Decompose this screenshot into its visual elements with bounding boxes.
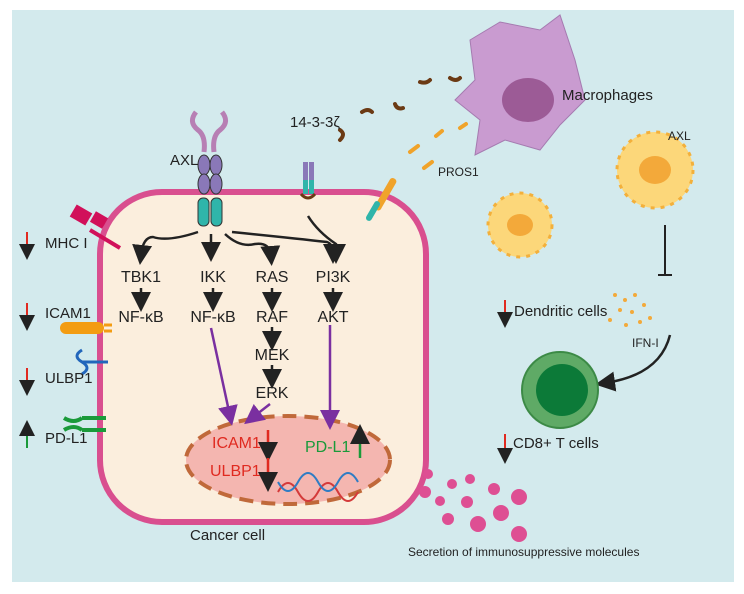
inhibition-icon <box>658 225 672 276</box>
icam1-label: ICAM1 <box>45 305 91 322</box>
pathway-node-mek: MEK <box>255 347 290 364</box>
14-3-3-ligand-icons <box>338 76 462 142</box>
cancer-cell-label: Cancer cell <box>190 527 265 544</box>
14-3-3-label: 14-3-3ζ <box>290 114 340 131</box>
axl-signal-arrows <box>132 215 346 266</box>
pros1-ligand-icons <box>408 122 468 170</box>
macrophage-nucleus <box>502 78 554 122</box>
pathway-node-ikk: IKK <box>200 269 226 286</box>
pathway-node-akt: AKT <box>317 309 348 326</box>
immunosuppressive-molecules-icon <box>419 469 527 542</box>
axl-receptor-icon <box>190 110 228 227</box>
pathway-node-erk: ERK <box>256 385 289 402</box>
icam1-icon <box>60 322 112 334</box>
ulbp1-label: ULBP1 <box>45 370 93 387</box>
pathway-node-tbk1: TBK1 <box>121 269 161 286</box>
ifn-dots-icon <box>608 293 652 327</box>
ifn-arrow <box>595 334 672 392</box>
axl-receptor-small-icon <box>299 162 317 200</box>
nucleus-signal-arrows <box>209 325 340 430</box>
pathway-node-raf: RAF <box>256 309 288 326</box>
axl-pros1-complex-icon <box>366 178 397 221</box>
pathway-node-nfkb: NF-κB <box>118 309 163 326</box>
pathway-node-pi3k: PI3K <box>316 269 351 286</box>
pathway-node-nfkb: NF-κB <box>190 309 235 326</box>
dna-helix-icon <box>277 472 359 502</box>
axl-label: AXL <box>170 152 198 169</box>
ifn-label: IFN-I <box>632 336 659 350</box>
nucleus-gene-icam1: ICAM1 <box>212 435 261 452</box>
cd8-label: CD8+ T cells <box>513 435 599 452</box>
secretion-label: Secretion of immunosuppressive molecules <box>408 545 639 559</box>
nucleus-gene-ulbp1: ULBP1 <box>210 463 261 480</box>
nucleus-gene-pd-l1: PD-L1 <box>305 439 350 456</box>
macrophages-label: Macrophages <box>562 87 653 104</box>
ulbp1-icon <box>75 348 108 376</box>
pd-l1-icon <box>62 416 106 432</box>
mhc-i-icon <box>69 204 122 250</box>
dc-axl-label: AXL <box>668 129 691 143</box>
pd-l1-label: PD-L1 <box>45 430 88 447</box>
pros1-label: PROS1 <box>438 165 479 179</box>
dendritic-cells-label: Dendritic cells <box>514 303 607 320</box>
pathway-node-ras: RAS <box>256 269 289 286</box>
mhc-i-label: MHC I <box>45 235 88 252</box>
